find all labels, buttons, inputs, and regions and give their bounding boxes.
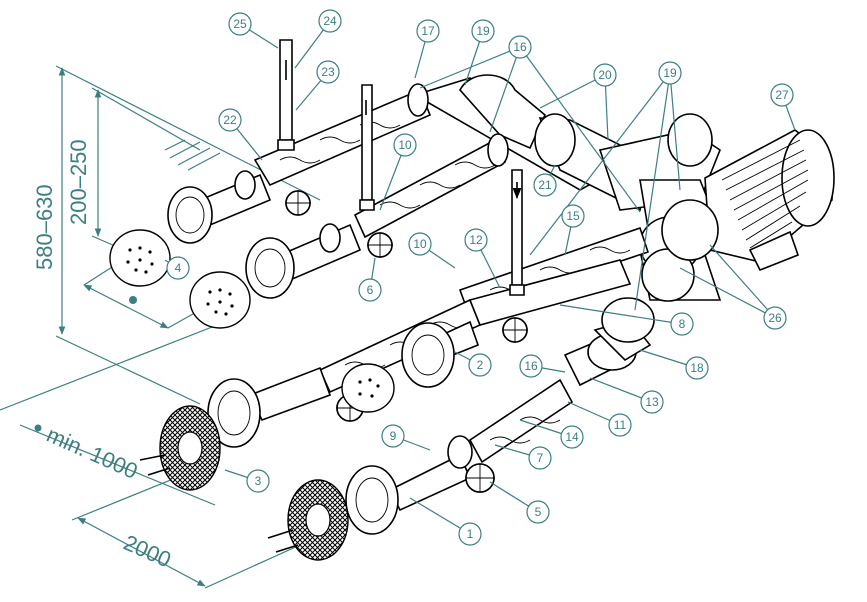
callout-10-mid: 10 <box>408 232 432 256</box>
callout-13: 13 <box>640 390 664 414</box>
svg-text:13: 13 <box>645 395 659 409</box>
svg-text:2: 2 <box>477 358 484 372</box>
callout-2: 2 <box>468 353 492 377</box>
callout-8: 8 <box>670 312 694 336</box>
callout-24: 24 <box>318 9 342 33</box>
dim-spacing: 2000 <box>120 530 175 573</box>
pump <box>661 129 835 272</box>
dimension-lines <box>0 65 321 589</box>
svg-text:26: 26 <box>768 311 782 325</box>
callout-20: 20 <box>593 63 617 87</box>
svg-text:5: 5 <box>535 505 542 519</box>
callout-12: 12 <box>464 228 488 252</box>
svg-text:24: 24 <box>323 14 337 28</box>
callout-17: 17 <box>416 19 440 43</box>
callout-25: 25 <box>228 12 252 36</box>
callout-19-right: 19 <box>658 61 682 85</box>
callout-16-mid: 16 <box>519 354 543 378</box>
svg-text:19: 19 <box>663 66 677 80</box>
svg-text:10: 10 <box>398 138 412 152</box>
callout-4: 4 <box>166 256 190 280</box>
callout-1: 1 <box>458 522 482 546</box>
callout-23: 23 <box>316 60 340 84</box>
callout-21: 21 <box>533 173 557 197</box>
pipework <box>253 39 835 464</box>
callout-6: 6 <box>358 278 382 302</box>
svg-text:7: 7 <box>537 451 544 465</box>
callout-18: 18 <box>685 356 709 380</box>
dim-water-depth: 580–630 <box>32 184 57 270</box>
dim-spacing-min: min. 1000 <box>43 422 141 484</box>
svg-text:18: 18 <box>690 361 704 375</box>
svg-text:9: 9 <box>390 429 397 443</box>
wall-covers <box>139 405 349 561</box>
svg-text:23: 23 <box>321 65 335 79</box>
svg-text:16: 16 <box>524 359 538 373</box>
svg-text:17: 17 <box>421 24 435 38</box>
svg-text:19: 19 <box>476 24 490 38</box>
callout-5: 5 <box>526 500 550 524</box>
perforated-covers <box>109 229 395 413</box>
svg-text:22: 22 <box>223 113 237 127</box>
callout-16-top: 16 <box>508 35 532 59</box>
svg-text:27: 27 <box>775 88 789 102</box>
callout-26: 26 <box>763 306 787 330</box>
svg-text:10: 10 <box>413 237 427 251</box>
svg-text:16: 16 <box>513 40 527 54</box>
callout-labels: 1 2 3 4 5 6 7 8 9 10 10 11 12 13 14 15 1… <box>166 9 794 546</box>
callout-9: 9 <box>381 424 405 448</box>
svg-text:12: 12 <box>469 233 483 247</box>
svg-text:25: 25 <box>233 17 247 31</box>
callout-15: 15 <box>561 204 585 228</box>
callout-11: 11 <box>608 413 632 437</box>
svg-text:20: 20 <box>598 68 612 82</box>
svg-text:14: 14 <box>565 430 579 444</box>
callout-7: 7 <box>528 446 552 470</box>
svg-text:15: 15 <box>566 209 580 223</box>
dim-nozzle-depth: 200–250 <box>66 139 91 225</box>
callout-19-left: 19 <box>471 19 495 43</box>
handwheels <box>285 190 528 493</box>
svg-text:3: 3 <box>255 474 262 488</box>
svg-text:8: 8 <box>679 317 686 331</box>
svg-text:6: 6 <box>367 283 374 297</box>
svg-text:4: 4 <box>175 261 182 275</box>
svg-text:1: 1 <box>467 527 474 541</box>
callout-27: 27 <box>770 83 794 107</box>
callout-14: 14 <box>560 425 584 449</box>
callout-10-top: 10 <box>393 133 417 157</box>
svg-text:21: 21 <box>538 178 552 192</box>
callout-3: 3 <box>246 469 270 493</box>
svg-text:11: 11 <box>614 418 627 432</box>
callout-22: 22 <box>218 108 242 132</box>
